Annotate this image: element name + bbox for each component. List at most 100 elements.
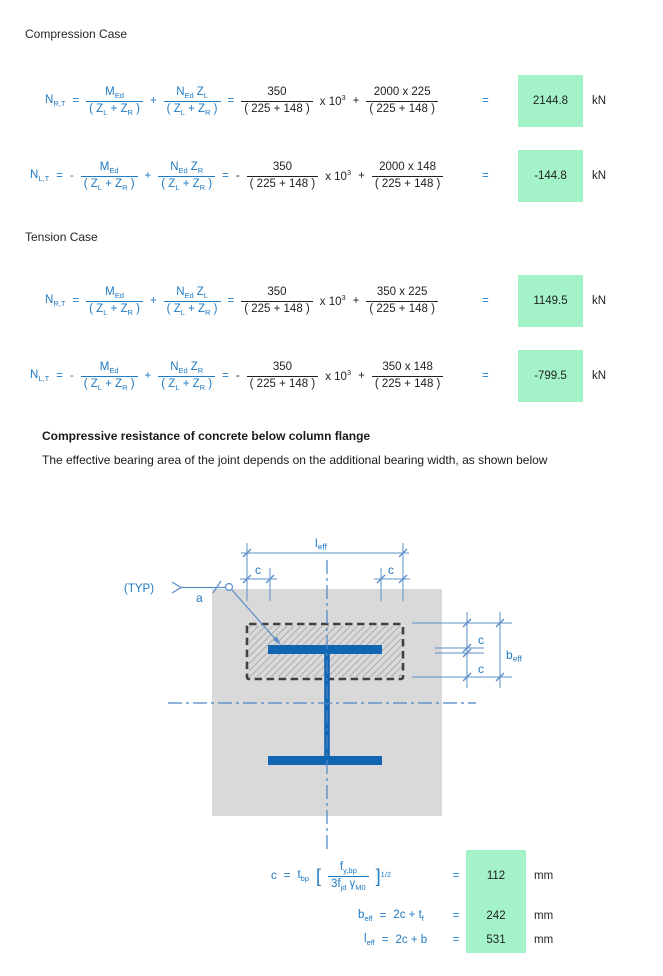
dimension-ticks xyxy=(242,548,408,584)
equals-sign: = xyxy=(482,295,489,307)
result-cell[interactable]: -144.8 xyxy=(518,150,583,202)
result-value[interactable]: 112 xyxy=(486,870,506,882)
fraction-med: MEd ( ZL + ZR ) xyxy=(80,361,138,392)
beff-symbol: beff xyxy=(358,909,373,924)
equals-sign: = xyxy=(452,910,460,922)
beff-dimension-label: beff xyxy=(506,648,523,664)
leff-expression: 2c + b xyxy=(395,934,428,946)
fraction-moment-value: 350 ( 225 + 148 ) xyxy=(246,361,319,392)
a-dimension-label: a xyxy=(196,591,203,605)
result-cell[interactable]: 2144.8 xyxy=(518,75,583,127)
equals-sign: = xyxy=(72,295,80,307)
plus-sign: + xyxy=(358,170,365,182)
equals-sign: = xyxy=(452,934,460,946)
plus-sign: + xyxy=(144,170,152,182)
c-symbol: c xyxy=(271,870,277,882)
typ-label: (TYP) xyxy=(124,583,154,595)
fraction-med: MEd ( ZL + ZR ) xyxy=(86,286,143,317)
equals-sign: = xyxy=(482,370,489,382)
unit-label: kN xyxy=(592,295,607,307)
x10-cubed: x 103 xyxy=(325,168,352,183)
force-label: NL,T xyxy=(30,369,50,384)
unit-label: mm xyxy=(534,870,554,882)
result-cell[interactable]: 1149.5 xyxy=(518,275,583,327)
x10-cubed: x 103 xyxy=(319,93,346,108)
equals-sign: = xyxy=(482,170,489,182)
fraction-moment-value: 350 ( 225 + 148 ) xyxy=(241,286,313,317)
equals-sign: = xyxy=(452,870,460,882)
column-bottom-flange xyxy=(268,756,382,765)
left-bracket: [ xyxy=(316,866,322,886)
fraction-axial-value: 2000 x 225 ( 225 + 148 ) xyxy=(366,86,438,117)
fraction-axial-value: 350 x 225 ( 225 + 148 ) xyxy=(366,286,438,317)
minus-sign: - xyxy=(235,370,240,382)
plus-sign: + xyxy=(358,370,365,382)
plus-sign: + xyxy=(352,295,360,307)
equals-sign: = xyxy=(222,370,229,382)
equation-row-beff: beff = 2c + tf = 242 mm xyxy=(0,904,663,928)
unit-label: mm xyxy=(534,910,554,922)
result-cell[interactable]: -799.5 xyxy=(518,350,583,402)
plus-sign: + xyxy=(149,95,157,107)
plus-sign: + xyxy=(352,95,360,107)
c-dimension-label-left: c xyxy=(255,563,261,577)
equals-sign: = xyxy=(227,295,235,307)
dimension-ticks xyxy=(462,618,505,682)
equals-sign: = xyxy=(222,170,229,182)
fraction-med: MEd ( ZL + ZR ) xyxy=(80,161,138,192)
c-dimension-label-right: c xyxy=(388,563,394,577)
c-dimension-label-bottom: c xyxy=(478,662,484,676)
c-dimension-label-top: c xyxy=(478,633,484,647)
typ-leader xyxy=(171,580,281,645)
x10-cubed: x 103 xyxy=(325,368,352,383)
right-bracket-exp: ]1/2 xyxy=(375,866,392,886)
leader-arrowhead xyxy=(273,636,281,645)
equals-sign: = xyxy=(56,170,63,182)
minus-sign: - xyxy=(69,370,74,382)
unit-label: kN xyxy=(592,170,607,182)
force-label: NR,T xyxy=(45,294,66,309)
x10-cubed: x 103 xyxy=(319,293,346,308)
tension-case-heading: Tension Case xyxy=(25,230,98,244)
result-value[interactable]: 242 xyxy=(486,910,506,922)
plus-sign: + xyxy=(144,370,152,382)
fraction-axial-value: 2000 x 148 ( 225 + 148 ) xyxy=(371,161,444,192)
effective-bearing-area-border xyxy=(245,622,405,681)
unit-label: kN xyxy=(592,95,607,107)
equals-sign: = xyxy=(227,95,235,107)
top-dimension-lines xyxy=(240,543,410,601)
equals-sign: = xyxy=(381,934,389,946)
compression-case-heading: Compression Case xyxy=(25,27,128,41)
equals-sign: = xyxy=(283,870,291,882)
result-value[interactable]: 531 xyxy=(486,934,506,946)
tbp-symbol: tbp xyxy=(297,869,310,884)
fraction-moment-value: 350 ( 225 + 148 ) xyxy=(241,86,313,117)
result-cells-highlight[interactable] xyxy=(466,850,526,953)
equals-sign: = xyxy=(72,95,80,107)
unit-label: kN xyxy=(592,370,607,382)
leff-symbol: leff xyxy=(364,933,375,948)
beff-expression: 2c + tf xyxy=(393,909,424,924)
equals-sign: = xyxy=(482,95,489,107)
unit-label: mm xyxy=(534,934,554,946)
force-label: NL,T xyxy=(30,169,50,184)
centerlines xyxy=(168,560,476,850)
minus-sign: - xyxy=(235,170,240,182)
equals-sign: = xyxy=(56,370,63,382)
leff-dimension-label: leff xyxy=(315,536,328,552)
fraction-axial-value: 350 x 148 ( 225 + 148 ) xyxy=(371,361,444,392)
right-dimension-lines xyxy=(412,612,512,688)
bearing-area-diagram: leff c c c c beff (TYP) a xyxy=(124,536,523,850)
equals-sign: = xyxy=(379,910,387,922)
